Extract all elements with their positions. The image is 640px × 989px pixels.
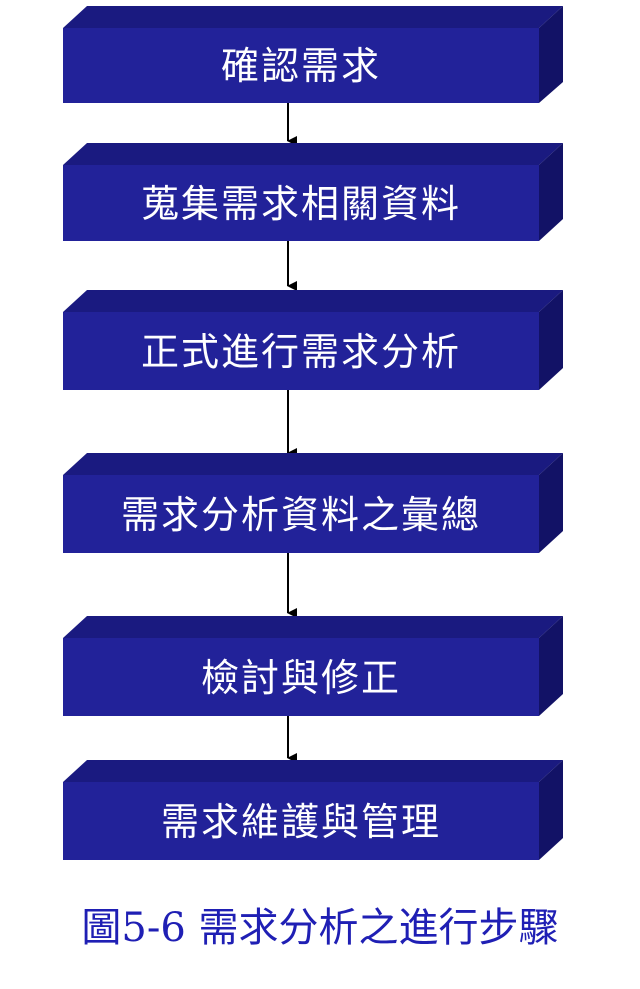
step-box-4: 需求分析資料之彙總 xyxy=(63,453,563,553)
step-box-2: 蒐集需求相關資料 xyxy=(63,143,563,241)
flowchart: 確認需求 蒐集需求相關資料 正式進行需求分析 需求分析資料之彙總 檢討與修正 需… xyxy=(63,6,563,860)
step-box-5: 檢討與修正 xyxy=(63,616,563,716)
step-box-6: 需求維護與管理 xyxy=(63,760,563,860)
step-label-2: 蒐集需求相關資料 xyxy=(141,182,461,226)
step-label-6: 需求維護與管理 xyxy=(161,800,441,844)
step-box-3: 正式進行需求分析 xyxy=(63,290,563,390)
step-label-5: 檢討與修正 xyxy=(201,656,401,700)
step-box-1: 確認需求 xyxy=(63,6,563,103)
figure-caption: 圖5-6 需求分析之進行步驟 xyxy=(81,905,559,951)
step-label-3: 正式進行需求分析 xyxy=(141,330,461,374)
step-label-1: 確認需求 xyxy=(221,44,381,88)
step-label-4: 需求分析資料之彙總 xyxy=(121,493,481,537)
